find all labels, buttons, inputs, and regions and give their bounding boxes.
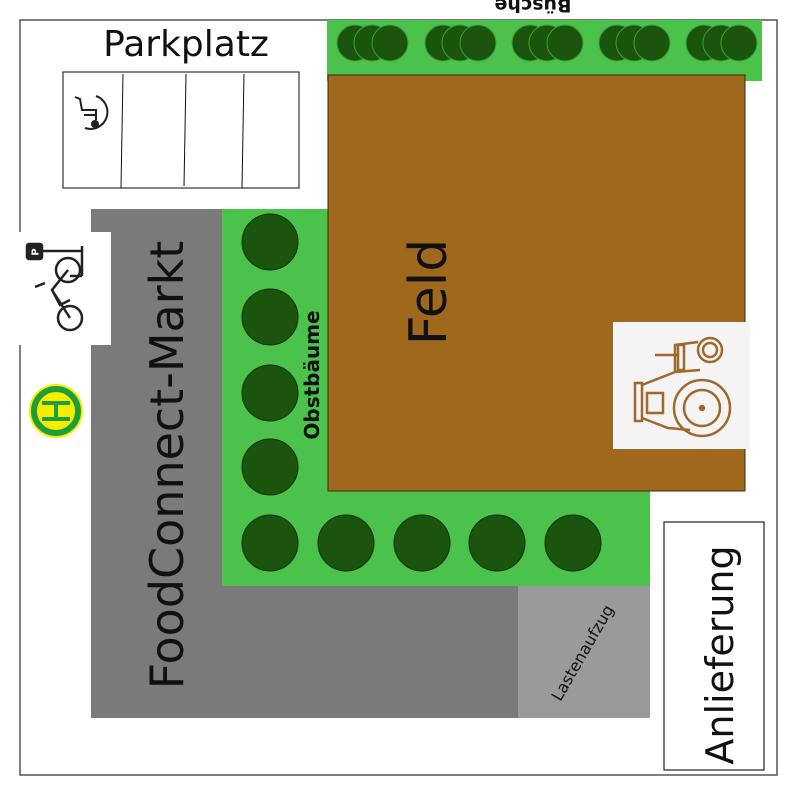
delivery-area: [663, 521, 765, 771]
tree: [241, 288, 299, 346]
parking-lot: [62, 71, 300, 189]
market-label: FoodConnect-Markt: [140, 241, 194, 690]
tree: [241, 514, 299, 572]
bush: [546, 24, 584, 62]
tree: [241, 364, 299, 422]
tree: [544, 514, 602, 572]
parking-label: Parkplatz: [103, 24, 269, 65]
svg-text:P: P: [31, 248, 42, 255]
delivery-label: Anlieferung: [698, 545, 742, 764]
fruit-trees: [241, 213, 602, 572]
wheelchair-icon: [74, 95, 109, 130]
tree: [241, 438, 299, 496]
fruit-trees-label: Obstbäume: [300, 310, 324, 439]
tree: [393, 514, 451, 572]
bushes-label: Büsche: [495, 0, 572, 16]
bush: [633, 24, 671, 62]
bus-stop-icon: [29, 384, 83, 438]
tractor-icon: [613, 322, 750, 449]
tree: [468, 514, 526, 572]
tree: [317, 514, 375, 572]
market-building: [91, 209, 518, 718]
cargo-lift-area: [518, 586, 650, 718]
bush: [459, 24, 497, 62]
field-label: Feld: [399, 239, 459, 346]
bush: [720, 24, 758, 62]
bushes: [336, 24, 758, 62]
bike-parking-icon: P: [25, 242, 84, 332]
tree: [241, 213, 299, 271]
bush: [371, 24, 409, 62]
